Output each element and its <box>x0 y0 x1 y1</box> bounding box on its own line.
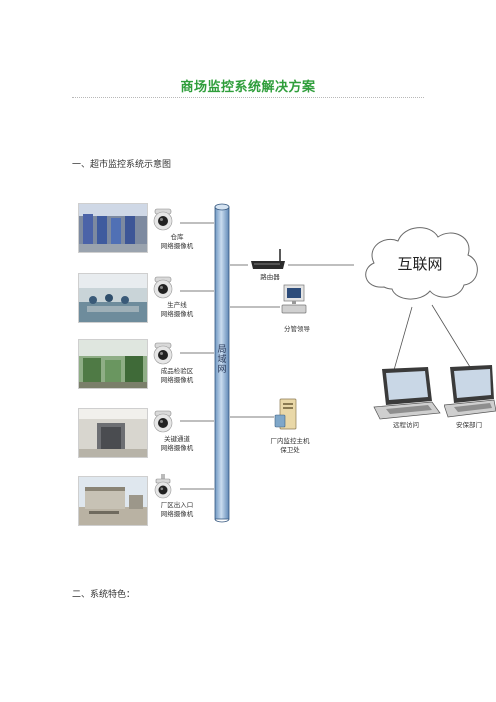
title-divider <box>72 97 424 98</box>
router-icon <box>248 247 288 271</box>
dome-camera-icon <box>150 408 176 434</box>
laptop-label: 安保部门 <box>456 421 482 429</box>
laptop-icon <box>444 363 496 421</box>
production-line-photo <box>78 273 148 323</box>
page-title: 商场监控系统解决方案 <box>180 80 316 95</box>
camera-label: 仓库网络摄像机 <box>160 233 194 250</box>
dome-camera-icon <box>150 206 176 232</box>
internet-cloud-icon <box>354 217 486 309</box>
server-label: 厂内监控主机保卫处 <box>270 437 310 454</box>
dome-camera-icon <box>150 340 176 366</box>
server-icon <box>274 397 302 431</box>
camera-label: 生产线网络摄像机 <box>160 301 194 318</box>
connection-lines <box>180 222 471 490</box>
key-passage-photo <box>78 408 148 458</box>
inspection-area-photo <box>78 339 148 389</box>
lan-label: 局域网 <box>217 345 227 375</box>
camera-label: 厂区出入口网络摄像机 <box>160 501 194 518</box>
camera-label: 成品检验区网络摄像机 <box>160 367 194 384</box>
warehouse-photo <box>78 203 148 253</box>
desktop-pc-icon <box>280 283 310 315</box>
dome-camera-icon <box>150 274 176 300</box>
network-diagram: 仓库网络摄像机 生产线网络摄像机 成品检验区网络摄像机 关键通道网络摄像机 厂区… <box>72 195 496 530</box>
internet-label: 互联网 <box>397 255 443 273</box>
pc-label: 分管领导 <box>284 325 310 333</box>
ptz-camera-icon <box>150 473 176 499</box>
laptop-icon <box>370 365 442 423</box>
section-heading-1: 一、超市监控系统示意图 <box>72 160 172 170</box>
lan-backbone <box>214 203 230 523</box>
factory-entrance-photo <box>78 476 148 526</box>
laptop-label: 远程访问 <box>393 421 419 429</box>
camera-label: 关键通道网络摄像机 <box>160 435 194 452</box>
router-label: 路由器 <box>260 273 280 281</box>
section-heading-2: 二、系统特色： <box>72 590 136 600</box>
